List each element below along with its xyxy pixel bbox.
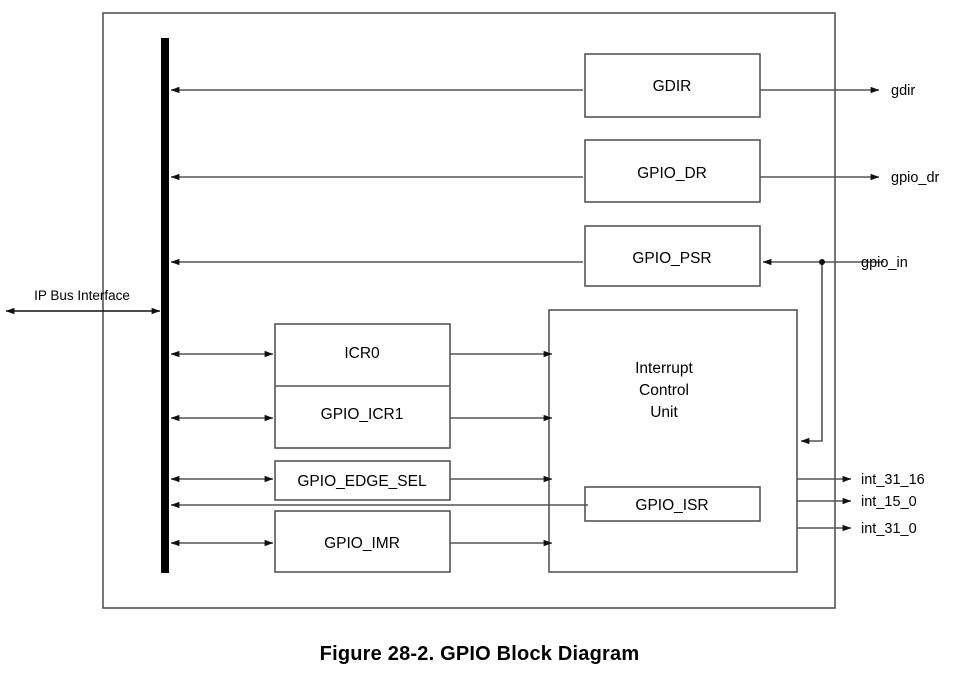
label-gdir: GDIR: [653, 78, 692, 95]
wire-gpio-in-branch-to-icu: [800, 262, 823, 445]
label-signal-gdir: gdir: [891, 83, 915, 99]
label-gpio-psr: GPIO_PSR: [632, 250, 711, 267]
ip-bus-bar: [161, 38, 169, 573]
block-interrupt-control-unit: [548, 309, 798, 573]
label-gpio-dr: GPIO_DR: [637, 165, 707, 182]
label-icu-line2: Control: [639, 382, 689, 399]
label-icr0: ICR0: [344, 345, 380, 362]
block-gpio-isr: [584, 486, 761, 522]
label-gpio-imr: GPIO_IMR: [324, 535, 400, 552]
label-gpio-isr: GPIO_ISR: [635, 497, 708, 514]
label-signal-int-31-0: int_31_0: [861, 521, 917, 537]
label-signal-gpio-in: gpio_in: [861, 255, 908, 271]
label-icu-line1: Interrupt: [635, 360, 693, 377]
label-signal-gpio-dr: gpio_dr: [891, 170, 940, 186]
block-gpio-psr: [584, 225, 761, 287]
label-signal-int-31-16: int_31_16: [861, 472, 925, 488]
label-gpio-icr1: GPIO_ICR1: [321, 406, 404, 423]
label-ip-bus-interface: IP Bus Interface: [34, 288, 130, 303]
block-gpio-dr: [584, 139, 761, 203]
block-gpio-edge-sel: [274, 460, 451, 501]
label-signal-int-15-0: int_15_0: [861, 494, 917, 510]
block-gdir: [584, 53, 761, 118]
label-gpio-edge-sel: GPIO_EDGE_SEL: [297, 473, 427, 490]
block-gpio-imr: [274, 510, 451, 573]
gpio-in-junction-dot: [819, 259, 825, 265]
label-icu-line3: Unit: [650, 404, 678, 421]
figure-caption: Figure 28-2. GPIO Block Diagram: [319, 643, 640, 665]
